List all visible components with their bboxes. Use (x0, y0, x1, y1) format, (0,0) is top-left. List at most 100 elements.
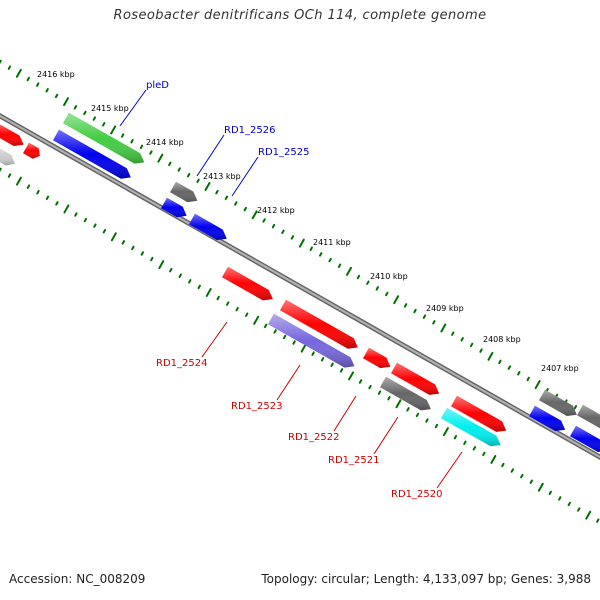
tick-mark (271, 223, 276, 229)
gene-RD1_2520-shading (441, 407, 501, 447)
tick-mark (526, 376, 530, 382)
tick-mark (501, 462, 505, 468)
tick-mark (358, 379, 363, 384)
tick-mark (150, 256, 154, 262)
tick-mark (7, 65, 12, 70)
gene-label-RD1_2521: RD1_2521 (328, 455, 379, 466)
gene-RD1_2526-shading (170, 181, 198, 203)
tick-mark (45, 88, 49, 93)
tick-mark (102, 122, 106, 127)
tick-mark (63, 204, 70, 214)
tick-mark (406, 407, 410, 412)
tick-mark (243, 206, 247, 212)
tick-mark (74, 212, 78, 217)
tick-mark (348, 371, 355, 381)
gene-grey-far-left-shading (0, 148, 15, 166)
accession-text: Accession: NC_008209 (9, 572, 146, 586)
tick-mark (169, 267, 173, 273)
tick-mark (7, 173, 12, 178)
tick-mark (26, 184, 31, 189)
tick-mark (393, 295, 400, 305)
tick-mark (16, 176, 22, 186)
genome-backbone (0, 112, 600, 461)
kbp-label: 2416 kbp (37, 70, 75, 79)
tick-mark (15, 68, 22, 78)
tick-mark (573, 405, 578, 410)
gene-red-far-left-shading (0, 124, 24, 146)
tick-mark (330, 362, 334, 368)
tick-mark (110, 125, 117, 135)
gene-red-small-mid-shading (363, 347, 391, 369)
leader-line (201, 321, 228, 358)
tick-mark (253, 315, 260, 325)
tick-mark (577, 507, 581, 512)
tick-mark (339, 368, 344, 373)
tick-mark (110, 232, 117, 242)
tick-mark (337, 263, 342, 268)
gene-label-RD1_2523: RD1_2523 (231, 401, 282, 412)
tick-mark (472, 446, 477, 451)
gene-RD1_2521-shading (380, 376, 431, 411)
kbp-label: 2413 kbp (203, 172, 241, 181)
tick-mark (63, 97, 69, 107)
tick-mark (422, 314, 427, 319)
gene-label-RD1_2524: RD1_2524 (156, 358, 207, 369)
gene-RD1_2525-shading (189, 213, 227, 240)
tick-mark (26, 76, 30, 82)
tick-mark (432, 320, 436, 325)
tick-mark (490, 454, 497, 464)
tick-mark (292, 340, 296, 345)
tick-mark (93, 223, 97, 228)
tick-mark (442, 427, 449, 437)
tick-mark (177, 167, 181, 172)
tick-mark (487, 351, 494, 361)
tick-mark (440, 323, 447, 333)
tick-mark (425, 418, 429, 423)
genome-stats-text: Topology: circular; Length: 4,133,097 bp… (261, 572, 591, 586)
tick-mark (319, 252, 323, 257)
tick-mark (529, 479, 534, 484)
gene-RD1_2523-shading (268, 313, 355, 368)
tick-mark (415, 412, 420, 418)
gene-label-RD1_2525: RD1_2525 (258, 147, 309, 158)
tick-mark (168, 161, 172, 167)
gene-pleD-shading (63, 112, 145, 164)
tick-mark (130, 139, 134, 144)
tick-mark (510, 468, 515, 473)
tick-mark (395, 399, 402, 409)
tick-mark (320, 357, 325, 362)
leader-line (231, 156, 259, 197)
tick-mark (498, 359, 502, 365)
tick-mark (224, 195, 229, 201)
tick-mark (596, 518, 600, 523)
tick-mark (377, 390, 382, 395)
gene-blue-small-shading (161, 197, 187, 218)
tick-mark (73, 105, 78, 110)
tick-mark (262, 218, 266, 223)
tick-mark (197, 284, 201, 290)
tick-mark (226, 301, 230, 306)
gene-RD1_2524-shading (222, 266, 273, 301)
tick-mark (263, 323, 268, 329)
tick-mark (385, 291, 389, 297)
tick-mark (534, 380, 541, 390)
kbp-label: 2410 kbp (370, 272, 408, 281)
tick-mark (188, 279, 192, 284)
kbp-label: 2408 kbp (483, 335, 521, 344)
tick-mark (54, 93, 59, 99)
gene-labels: pleDRD1_2526RD1_2525RD1_2524RD1_2523RD1_… (146, 80, 442, 500)
tick-mark (368, 384, 372, 390)
tick-mark (83, 110, 87, 116)
tick-mark (205, 287, 212, 297)
gene-RD1_2522-shading (391, 362, 440, 395)
kbp-label: 2415 kbp (91, 104, 129, 113)
tick-mark (298, 238, 305, 248)
tick-mark (235, 306, 239, 312)
kbp-label: 2407 kbp (541, 364, 579, 373)
tick-mark (121, 240, 126, 245)
tick-mark (479, 348, 483, 353)
tick-mark (102, 229, 107, 234)
tick-mark (149, 150, 153, 155)
tick-mark (387, 395, 391, 401)
